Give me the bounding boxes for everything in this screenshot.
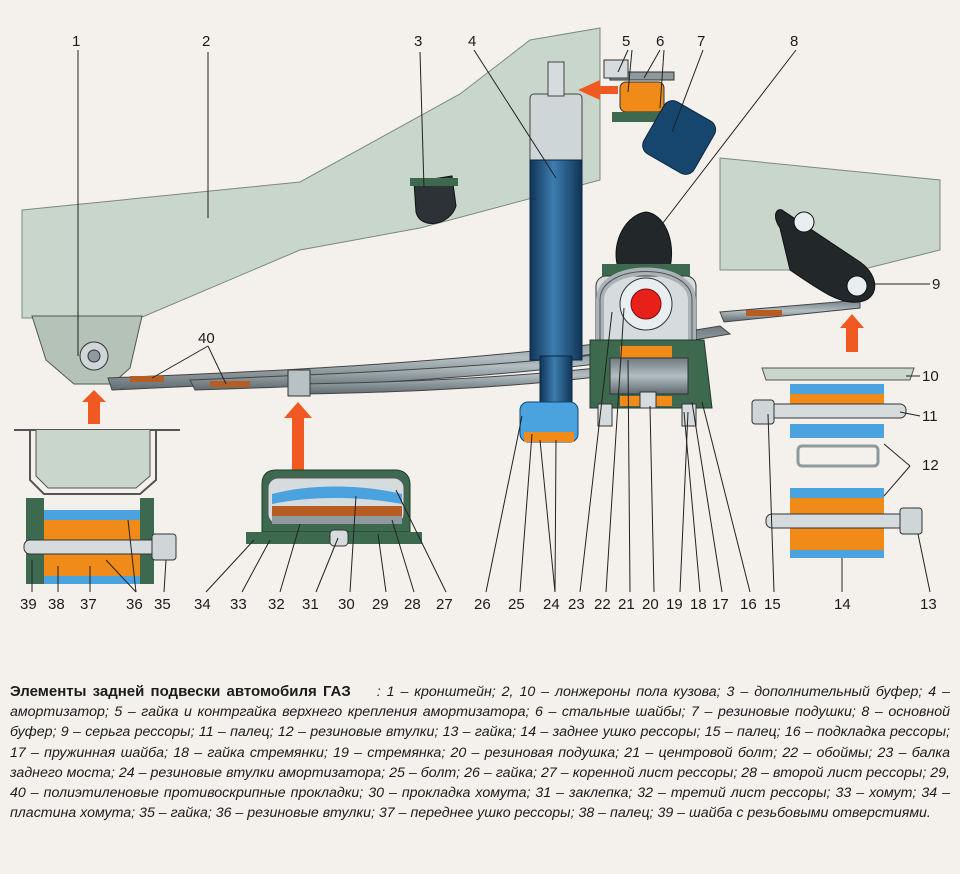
callout-29: 29 xyxy=(372,596,389,613)
caption-body: : 1 – кронштейн; 2, 10 – лонжероны пола … xyxy=(10,684,950,822)
callout-4: 4 xyxy=(468,33,476,50)
clamp-detail xyxy=(246,469,422,547)
body-side-member xyxy=(21,27,601,319)
front-eye-detail xyxy=(14,429,180,584)
callout-16: 16 xyxy=(740,596,757,613)
callout-17: 17 xyxy=(712,596,729,613)
callout-21: 21 xyxy=(618,596,635,613)
callout-11: 11 xyxy=(922,408,938,425)
callout-34: 34 xyxy=(194,596,211,613)
callout-labels: 1 2 3 4 5 6 7 8 9 10 11 12 13 14 15 16 1… xyxy=(20,33,940,613)
callout-39: 39 xyxy=(20,596,37,613)
rear-spring-link xyxy=(719,299,861,323)
callout-3: 3 xyxy=(414,33,422,50)
callout-32: 32 xyxy=(268,596,285,613)
callout-38: 38 xyxy=(48,596,65,613)
callout-25: 25 xyxy=(508,596,525,613)
callout-23: 23 xyxy=(568,596,585,613)
callout-1: 1 xyxy=(72,33,80,50)
callout-10: 10 xyxy=(922,368,939,385)
arrow-clamp xyxy=(284,402,312,470)
arrow-top xyxy=(578,80,618,100)
anti-squeak-pad xyxy=(210,381,250,387)
callout-5: 5 xyxy=(622,33,630,50)
callout-33: 33 xyxy=(230,596,247,613)
caption-title: Элементы задней подвески автомобиля ГАЗ xyxy=(10,683,351,700)
callout-26: 26 xyxy=(474,596,491,613)
callout-30: 30 xyxy=(338,596,355,613)
callout-7: 7 xyxy=(697,33,705,50)
callout-28: 28 xyxy=(404,596,421,613)
arrow-rear xyxy=(840,314,864,352)
callout-9: 9 xyxy=(932,276,940,293)
callout-37: 37 xyxy=(80,596,97,613)
spring-clamp xyxy=(287,369,311,397)
callout-18: 18 xyxy=(690,596,707,613)
main-buffer xyxy=(615,211,672,269)
callout-15: 15 xyxy=(764,596,781,613)
shock-absorber xyxy=(529,159,583,361)
figure-caption: Элементы задней подвески автомобиля ГАЗ:… xyxy=(10,682,950,823)
leader-lines xyxy=(31,49,931,593)
callout-27: 27 xyxy=(436,596,453,613)
callout-14: 14 xyxy=(834,596,851,613)
arrow-front xyxy=(82,390,106,424)
callout-13: 13 xyxy=(920,596,937,613)
callout-40: 40 xyxy=(198,330,215,347)
callout-19: 19 xyxy=(666,596,683,613)
callout-2: 2 xyxy=(202,33,210,50)
callout-6: 6 xyxy=(656,33,664,50)
shock-absorber-upper xyxy=(529,93,583,165)
callout-24: 24 xyxy=(543,596,560,613)
callout-36: 36 xyxy=(126,596,143,613)
additional-buffer xyxy=(413,175,457,224)
rear-body-panel xyxy=(719,157,941,271)
upper-mount-assembly xyxy=(603,59,717,175)
callout-35: 35 xyxy=(154,596,171,613)
callout-20: 20 xyxy=(642,596,659,613)
rear-eye-detail xyxy=(751,367,923,558)
callout-8: 8 xyxy=(790,33,798,50)
callout-31: 31 xyxy=(302,596,319,613)
anti-squeak-pad xyxy=(130,376,164,382)
suspension-diagram: 1 2 3 4 5 6 7 8 9 10 11 12 13 14 15 16 1… xyxy=(14,27,941,613)
callout-12: 12 xyxy=(922,457,939,474)
callout-22: 22 xyxy=(594,596,611,613)
